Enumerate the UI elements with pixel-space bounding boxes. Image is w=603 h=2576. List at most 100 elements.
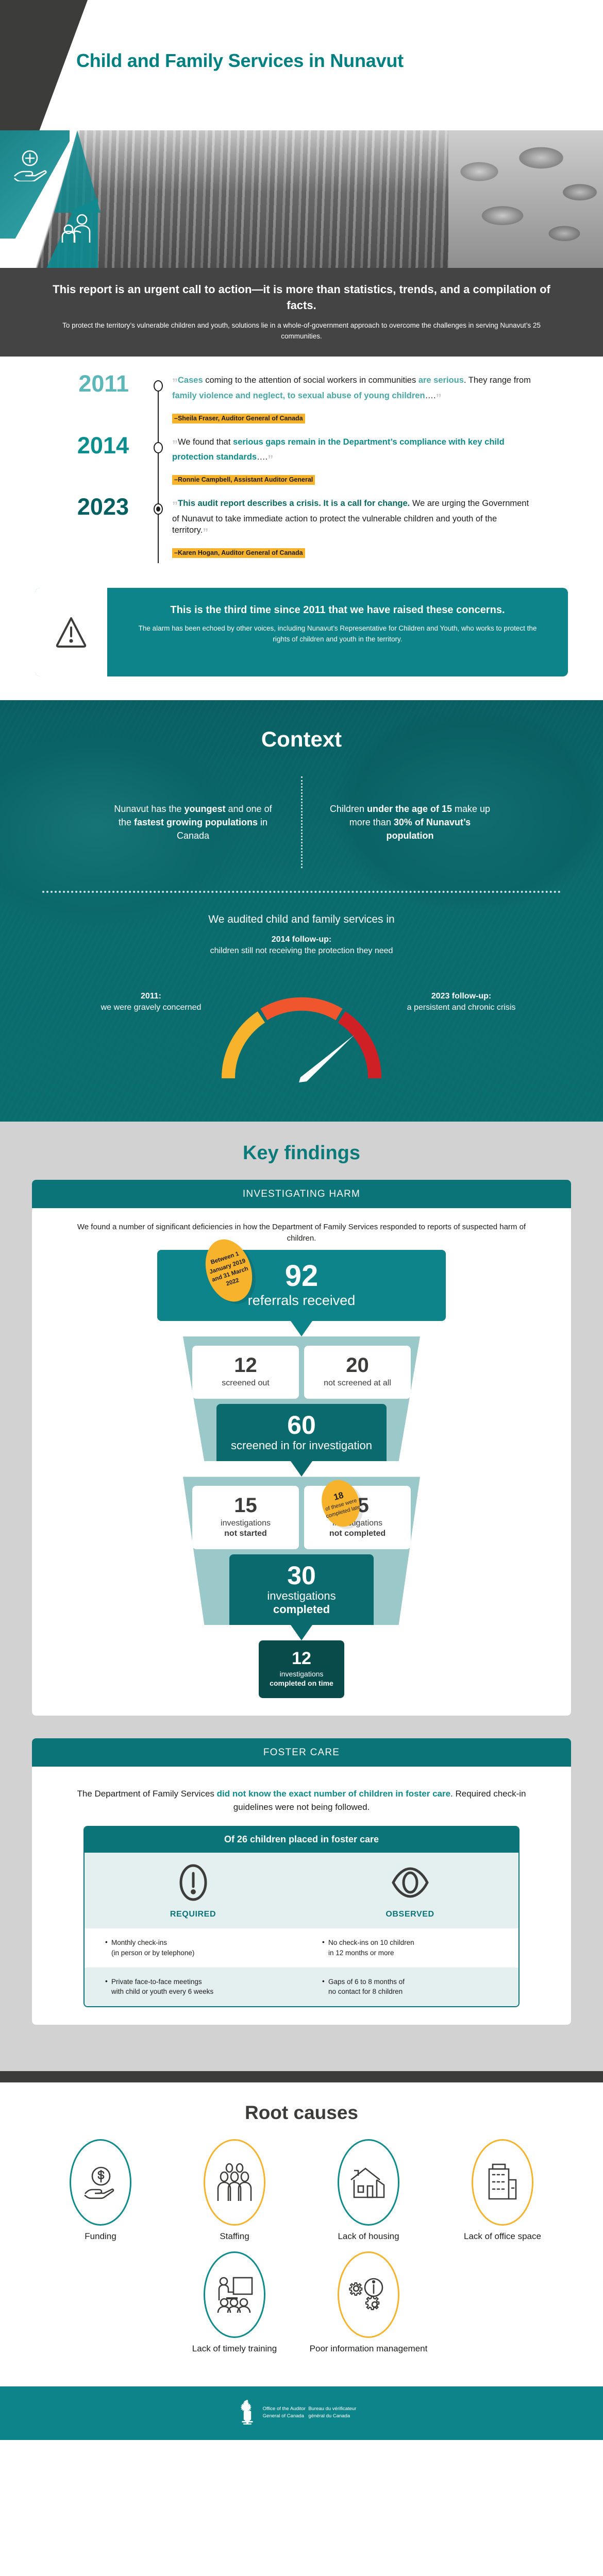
funnel-completed: 18 of these were completed late 30 inves… <box>229 1477 374 1625</box>
alert-headline: This is the third time since 2011 that w… <box>170 604 505 616</box>
root-cause-office-space: Lack of office space <box>435 2139 569 2242</box>
timeline-attribution: –Karen Hogan, Auditor General of Canada <box>172 548 305 558</box>
funnel-on-time-label-line1: investigations <box>279 1670 324 1679</box>
funnel-split-1: 12 screened out 20 not screened at all 6… <box>183 1336 420 1462</box>
timeline-attribution: –Ronnie Campbell, Assistant Auditor Gene… <box>172 475 315 485</box>
foster-care-cell-required: Private face-to-face meetings with child… <box>85 1968 301 2006</box>
timeline-quote: ”Cases coming to the attention of social… <box>172 376 531 404</box>
funnel-screened-in-label: screened in for investigation <box>231 1439 372 1452</box>
timeline-quote: ”This audit report describes a crisis. I… <box>172 499 529 539</box>
text-run-3: . They range from <box>463 376 531 385</box>
text-run-2: . Required check-in guidelines were not … <box>233 1789 526 1812</box>
gauge-note-2011-text: we were gravely concerned <box>100 1003 202 1012</box>
page-title: Child and Family Services in Nunavut <box>76 50 404 71</box>
hero-photo-rocks <box>448 130 603 268</box>
text-run-0: This audit report describes a crisis. It… <box>178 499 410 509</box>
gears-info-icon <box>338 2251 399 2338</box>
house-icon <box>338 2139 399 2226</box>
hero-dark-wedge <box>0 0 88 130</box>
text-run-1: We are urging the Government of Nunavut … <box>172 499 529 535</box>
funnel-completed-label-line2: completed <box>273 1602 330 1616</box>
key-findings-section: Key findings INVESTIGATING HARM We found… <box>0 1121 603 2071</box>
funnel-not-screened-label: not screened at all <box>324 1379 391 1388</box>
adult-child-icon <box>60 214 93 245</box>
text-run-3: 30% of Nunavut’s population <box>386 817 471 841</box>
root-cause-label: Funding <box>85 2231 116 2241</box>
timeline-dot-active <box>154 503 163 515</box>
context-divider <box>300 776 303 868</box>
root-cause-training: Lack of timely training <box>167 2251 301 2354</box>
timeline-entry-2011: 2011 ”Cases coming to the attention of s… <box>0 370 603 423</box>
text-run-2: …. <box>257 452 268 462</box>
text-run-1: coming to the attention of social worker… <box>203 376 418 385</box>
section-divider <box>0 2071 603 2082</box>
timeline-dot <box>154 442 163 453</box>
timeline-section: 2011 ”Cases coming to the attention of s… <box>0 357 603 584</box>
text-run-1: serious gaps remain in the Department’s … <box>172 437 505 462</box>
foster-care-table-title: Of 26 children placed in foster care <box>85 1827 518 1853</box>
timeline-year-label: 2023 <box>77 494 129 520</box>
infographic-page: Child and Family Services in Nunavut <box>0 0 603 2440</box>
text-run-4: in Canada <box>176 817 268 841</box>
foster-care-header: FOSTER CARE <box>32 1738 571 1767</box>
gauge-note-2023: 2023 follow-up: a persistent and chronic… <box>397 991 526 1014</box>
foster-care-cell-observed: Gaps of 6 to 8 months of no contact for … <box>301 1968 518 2006</box>
hand-care-icon <box>12 149 47 181</box>
date-range-badge-text: Between 1 January 2019 and 31 March 2022 <box>208 1250 249 1287</box>
list-item: Monthly check-ins (in person or by telep… <box>105 1937 288 1958</box>
funnel-split-2: 15 investigations not started 15 investi… <box>183 1477 420 1625</box>
funnel-referrals-label: referrals received <box>247 1292 356 1308</box>
root-cause-housing: Lack of housing <box>301 2139 435 2242</box>
list-item: Private face-to-face meetings with child… <box>105 1976 288 1997</box>
funnel-completed-label: investigations completed <box>234 1589 368 1616</box>
root-cause-label: Lack of timely training <box>192 2343 277 2353</box>
exclamation-oval-icon <box>179 1864 207 1901</box>
list-item-line1: Monthly check-ins <box>111 1939 167 1947</box>
text-run-2: and one of the <box>118 803 272 827</box>
gauge-dial-icon <box>221 997 382 1082</box>
foster-care-table: Of 26 children placed in foster care REQ… <box>83 1826 520 2007</box>
funnel-completed-number: 30 <box>287 1561 316 1590</box>
funnel-screened-in-number: 60 <box>287 1411 316 1440</box>
footer-text-english: Office of the Auditor General of Canada <box>262 2406 306 2419</box>
list-item-line1: Gaps of 6 to 8 months of <box>328 1977 405 1986</box>
timeline-quote: ”We found that serious gaps remain in th… <box>172 437 505 466</box>
gauge-note-2014-text: children still not receiving the protect… <box>210 946 393 956</box>
foster-care-table-row: Private face-to-face meetings with child… <box>85 1967 518 2006</box>
text-run-1: youngest <box>184 803 226 814</box>
text-run-3: fastest growing populations <box>134 817 258 827</box>
gauge-note-2011: 2011: we were gravely concerned <box>92 991 210 1014</box>
timeline-year-label: 2011 <box>78 370 129 397</box>
footer: Office of the Auditor General of Canada … <box>0 2386 603 2440</box>
investigating-harm-lead: We found a number of significant deficie… <box>77 1222 526 1243</box>
funnel-screened-out-number: 12 <box>234 1354 257 1377</box>
funnel-not-started: 15 investigations not started <box>192 1486 299 1550</box>
timeline-dot <box>154 380 163 392</box>
foster-care-column-required-label: REQUIRED <box>170 1910 216 1919</box>
funnel-arrow <box>291 1461 312 1477</box>
text-run-1: under the age of 15 <box>366 803 453 814</box>
warning-triangle-icon <box>35 587 107 676</box>
list-item-line1: No check-ins on 10 children <box>328 1939 414 1947</box>
footer-text-french: Bureau du vérificateur général du Canada <box>308 2406 357 2419</box>
context-stat-children: Children under the age of 15 make up mor… <box>325 802 495 842</box>
foster-care-card: FOSTER CARE The Department of Family Ser… <box>32 1738 571 2025</box>
funnel-not-completed-label-line2: not completed <box>329 1529 386 1538</box>
root-causes-section: Root causes Funding <box>0 2082 603 2386</box>
people-group-icon <box>204 2139 265 2226</box>
context-dotted-rule <box>42 890 561 893</box>
list-item-line1: Private face-to-face meetings <box>111 1977 202 1986</box>
funnel-not-screened: 20 not screened at all <box>304 1346 411 1399</box>
funnel-step-referrals: Between 1 January 2019 and 31 March 2022… <box>157 1233 446 1321</box>
foster-care-table-row: Monthly check-ins (in person or by telep… <box>85 1928 518 1967</box>
alert-subtext: The alarm has been echoed by other voice… <box>138 624 537 643</box>
list-item-line2: with child or youth every 6 weeks <box>111 1988 214 1996</box>
timeline-attribution: –Sheila Fraser, Auditor General of Canad… <box>172 413 305 423</box>
funnel-on-time-number: 12 <box>292 1649 311 1669</box>
root-causes-title: Root causes <box>244 2102 358 2123</box>
funnel-referrals-number: 92 <box>284 1259 319 1293</box>
foster-care-column-observed: OBSERVED <box>301 1863 518 1919</box>
gauge-note-2014: 2014 follow-up: children still not recei… <box>209 934 394 957</box>
call-to-action-subtext: To protect the territory’s vulnerable ch… <box>62 321 541 341</box>
text-run-0: Children <box>329 803 367 814</box>
